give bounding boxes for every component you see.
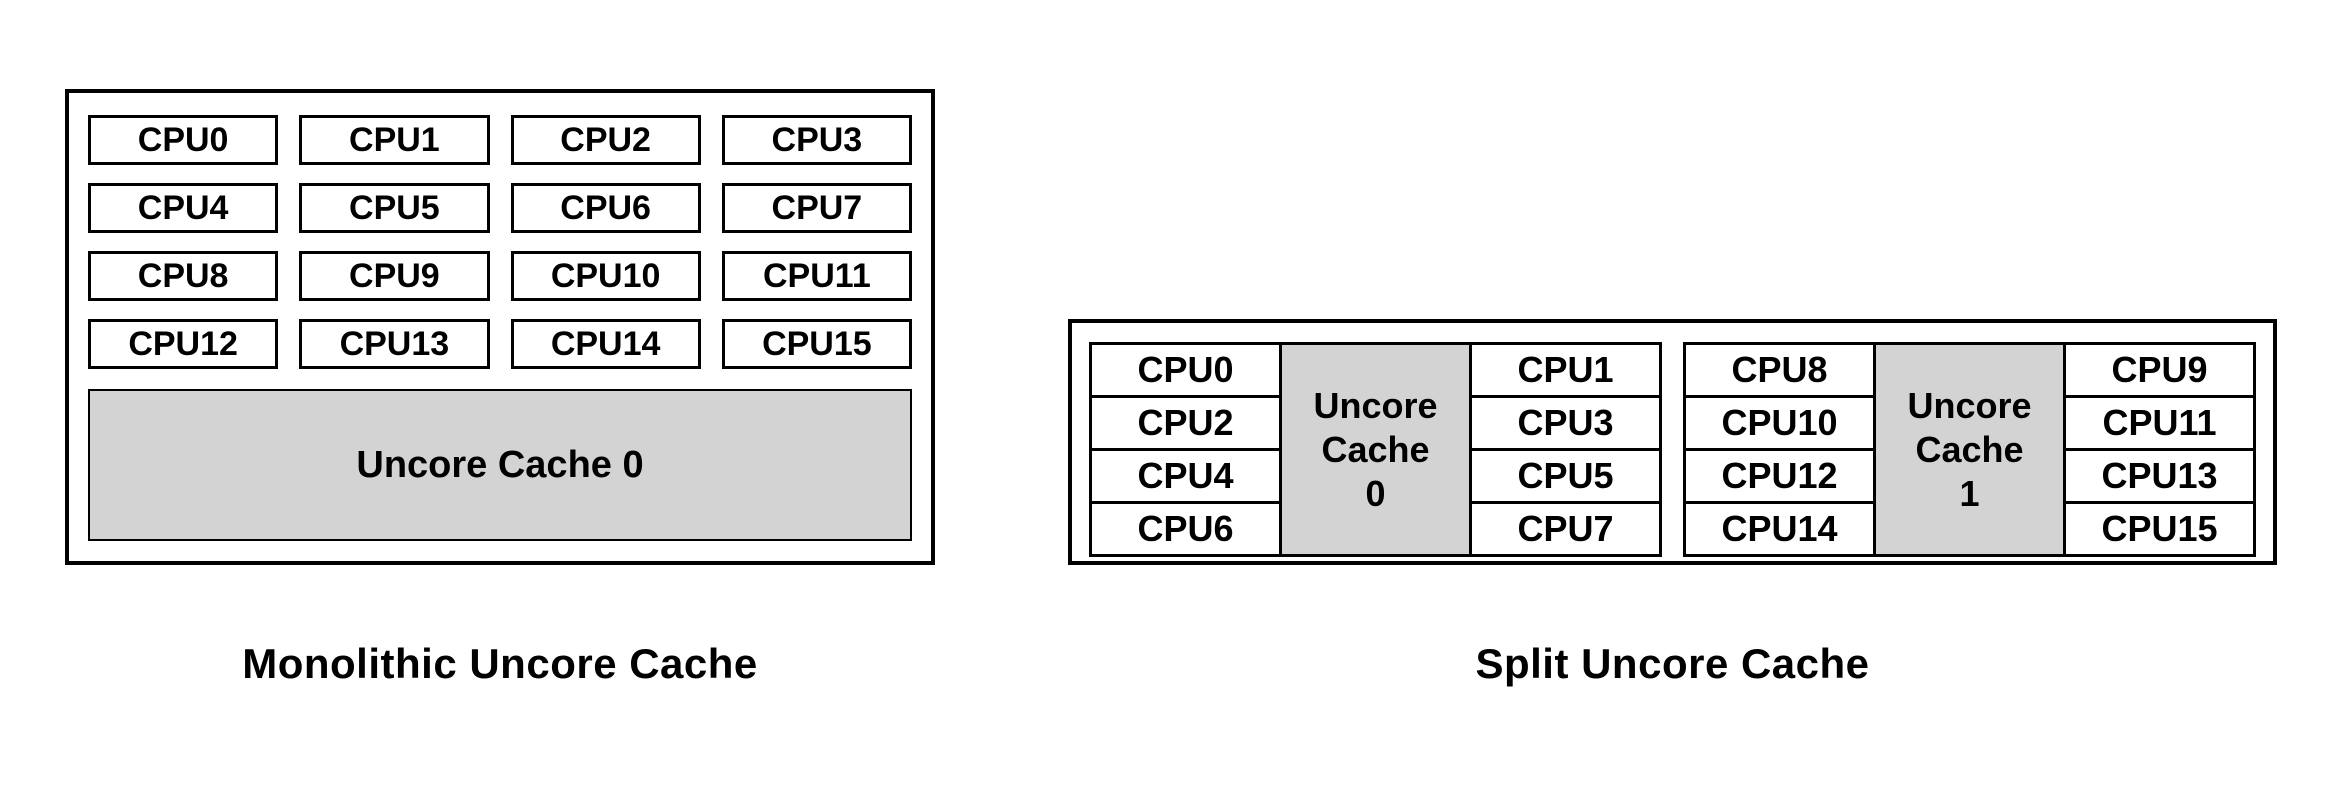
cpu-cell-14: CPU14 [1683, 501, 1876, 557]
uncore-cache-1-line-3: 1 [1959, 472, 1980, 514]
split-cluster-0: CPU0 Uncore Cache 0 CPU1 CPU2 CPU3 CPU4 … [1089, 342, 1662, 557]
uncore-cache-0-label: Uncore Cache 0 [356, 444, 644, 486]
monolithic-cpu-grid: CPU0 CPU1 CPU2 CPU3 CPU4 CPU5 CPU6 CPU7 … [88, 115, 912, 369]
split-cluster-1: CPU8 Uncore Cache 1 CPU9 CPU10 CPU11 CPU… [1683, 342, 2256, 557]
uncore-cache-0-cell: Uncore Cache 0 [1279, 342, 1472, 557]
cpu-box-14: CPU14 [510, 319, 701, 369]
cpu-box-13: CPU13 [299, 319, 490, 369]
cpu-box-3: CPU3 [721, 115, 912, 165]
cluster-0-row-1: CPU2 CPU3 [1089, 395, 1662, 451]
cpu-box-9: CPU9 [299, 251, 490, 301]
cluster-1-row-0: CPU8 Uncore Cache 1 CPU9 [1683, 342, 2256, 557]
uncore-cache-0-box: Uncore Cache 0 [88, 389, 912, 541]
cpu-box-5: CPU5 [299, 183, 490, 233]
cpu-cell-5: CPU5 [1469, 448, 1662, 504]
cluster-0-row-3: CPU6 CPU7 [1089, 501, 1662, 557]
cpu-cell-13: CPU13 [2063, 448, 2256, 504]
caption-monolithic: Monolithic Uncore Cache [242, 640, 758, 687]
uncore-cache-1-line-1: Uncore [1907, 384, 2032, 426]
cluster-1-row-3: CPU14 CPU15 [1683, 501, 2256, 557]
cpu-box-10: CPU10 [510, 251, 701, 301]
cpu-box-6: CPU6 [510, 183, 701, 233]
cpu-cell-1: CPU1 [1469, 342, 1662, 398]
cpu-cell-6: CPU6 [1089, 501, 1282, 557]
monolithic-diagram: CPU0 CPU1 CPU2 CPU3 CPU4 CPU5 CPU6 CPU7 … [65, 89, 935, 565]
cpu-box-1: CPU1 [299, 115, 490, 165]
cpu-cell-10: CPU10 [1683, 395, 1876, 451]
cpu-cell-12: CPU12 [1683, 448, 1876, 504]
cpu-cell-11: CPU11 [2063, 395, 2256, 451]
uncore-cache-0-line-2: Cache [1321, 428, 1430, 470]
cpu-cell-4: CPU4 [1089, 448, 1282, 504]
uncore-cache-1-line-2: Cache [1915, 428, 2024, 470]
cpu-cell-0: CPU0 [1089, 342, 1282, 398]
cpu-box-7: CPU7 [721, 183, 912, 233]
cpu-box-4: CPU4 [88, 183, 279, 233]
split-diagram: CPU0 Uncore Cache 0 CPU1 CPU2 CPU3 CPU4 … [1068, 319, 2277, 565]
cluster-1-row-2: CPU12 CPU13 [1683, 448, 2256, 504]
cpu-cell-7: CPU7 [1469, 501, 1662, 557]
cpu-cell-8: CPU8 [1683, 342, 1876, 398]
cpu-cell-3: CPU3 [1469, 395, 1662, 451]
cpu-cell-9: CPU9 [2063, 342, 2256, 398]
cluster-1-row-1: CPU10 CPU11 [1683, 395, 2256, 451]
cpu-box-15: CPU15 [721, 319, 912, 369]
uncore-cache-0-line-3: 0 [1365, 472, 1386, 514]
cpu-cell-2: CPU2 [1089, 395, 1282, 451]
cpu-box-11: CPU11 [721, 251, 912, 301]
cpu-box-0: CPU0 [88, 115, 279, 165]
cluster-0-row-0: CPU0 Uncore Cache 0 CPU1 [1089, 342, 1662, 557]
cpu-box-8: CPU8 [88, 251, 279, 301]
uncore-cache-0-line-1: Uncore [1313, 384, 1438, 426]
caption-split: Split Uncore Cache [1475, 640, 1870, 687]
cpu-box-12: CPU12 [88, 319, 279, 369]
cluster-0-row-2: CPU4 CPU5 [1089, 448, 1662, 504]
cpu-box-2: CPU2 [510, 115, 701, 165]
cpu-cell-15: CPU15 [2063, 501, 2256, 557]
uncore-cache-1-cell: Uncore Cache 1 [1873, 342, 2066, 557]
